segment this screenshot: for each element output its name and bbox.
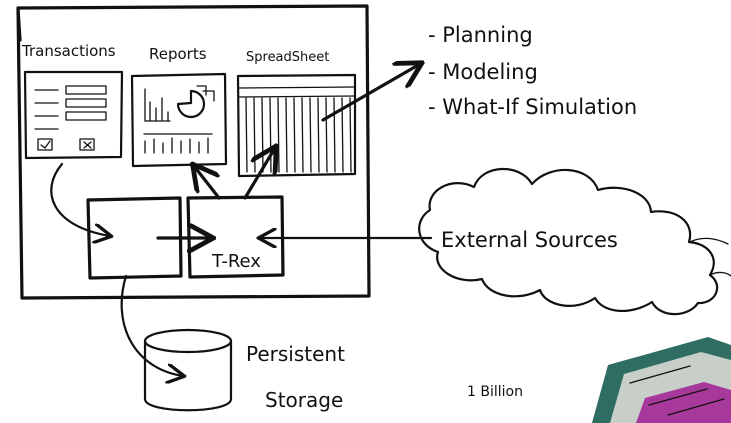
bar-chart-icon bbox=[144, 88, 171, 122]
transactions-label: Transactions bbox=[21, 42, 116, 60]
transactions-window bbox=[23, 70, 124, 160]
database-cylinder-icon bbox=[143, 328, 233, 412]
billion-label: 1 Billion bbox=[467, 384, 523, 400]
processor-chip-image bbox=[558, 337, 731, 423]
reports-window bbox=[130, 72, 228, 168]
data-store-box bbox=[86, 196, 183, 280]
reports-label: Reports bbox=[149, 45, 207, 63]
trex-to-spreadsheet-arrow bbox=[243, 148, 275, 200]
spreadsheet-label: SpreadSheet bbox=[246, 50, 329, 65]
application-boundary bbox=[16, 4, 371, 300]
spreadsheet-window bbox=[236, 73, 357, 178]
store-to-storage-arrow bbox=[120, 274, 183, 376]
use-planning: - Planning bbox=[428, 23, 533, 47]
trex-label: T-Rex bbox=[211, 251, 261, 272]
use-modeling: - Modeling bbox=[428, 60, 538, 84]
pie-chart-icon bbox=[176, 89, 206, 119]
trex-to-reports-arrow bbox=[194, 166, 221, 200]
transactions-to-store-arrow bbox=[50, 162, 110, 236]
chip-core bbox=[636, 382, 731, 423]
persistent-label: Persistent bbox=[246, 342, 345, 366]
cloud-edge bbox=[689, 237, 731, 277]
external-sources-cloud bbox=[418, 167, 719, 316]
spreadsheet-to-uses-arrow bbox=[321, 64, 420, 122]
storage-label: Storage bbox=[265, 388, 343, 412]
use-case-list: - Planning - Modeling - What-If Simulati… bbox=[428, 23, 637, 119]
use-what-if-simulation: - What-If Simulation bbox=[428, 95, 637, 119]
external-sources-label: External Sources bbox=[441, 228, 618, 252]
